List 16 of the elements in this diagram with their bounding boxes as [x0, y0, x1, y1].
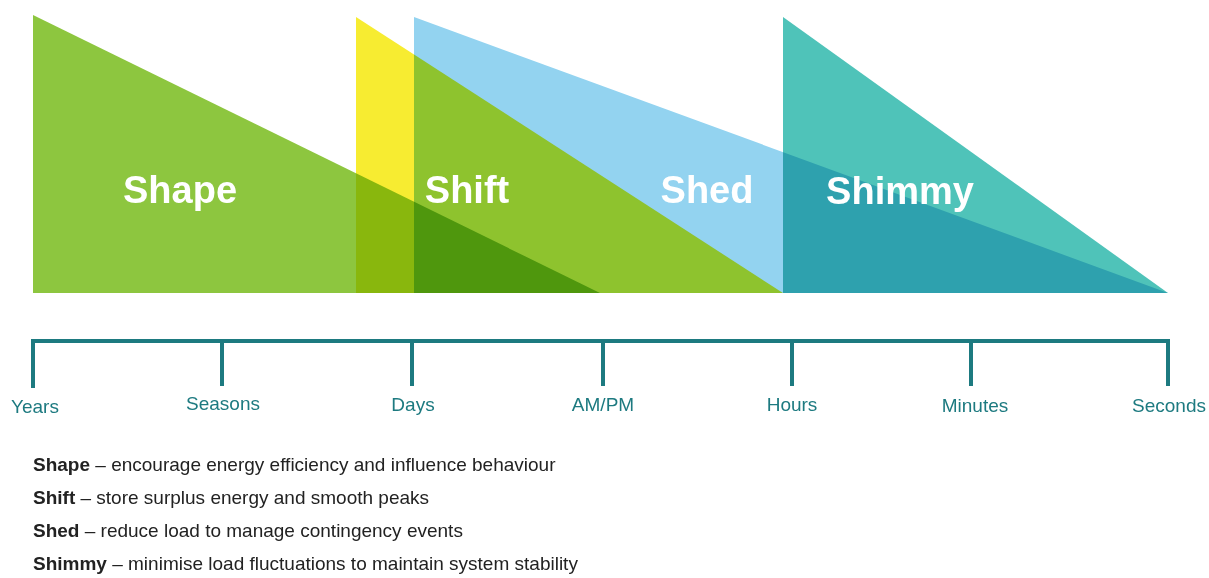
definition-text: Shimmy – minimise load fluctuations to maintain system stability [33, 553, 578, 575]
axis-label: AM/PM [571, 394, 635, 416]
triangle-band [783, 17, 1168, 293]
definition-text: Shift – store surplus energy and smooth peaks [33, 487, 430, 509]
axis-label: Seconds [1132, 395, 1206, 417]
axis-label: Years [11, 396, 59, 418]
definition-text: Shed – reduce load to manage contingency events [33, 520, 463, 542]
band-label: Shift [424, 168, 510, 212]
axis-label: Hours [766, 394, 818, 416]
axis-label: Minutes [941, 395, 1009, 417]
axis-label: Days [391, 394, 435, 416]
band-label: Shimmy [826, 169, 974, 213]
axis-label: Seasons [186, 393, 260, 415]
band-label: Shape [123, 168, 237, 212]
definition-text: Shape – encourage energy efficiency and influence behaviour [33, 454, 556, 476]
band-label: Shed [660, 168, 754, 212]
